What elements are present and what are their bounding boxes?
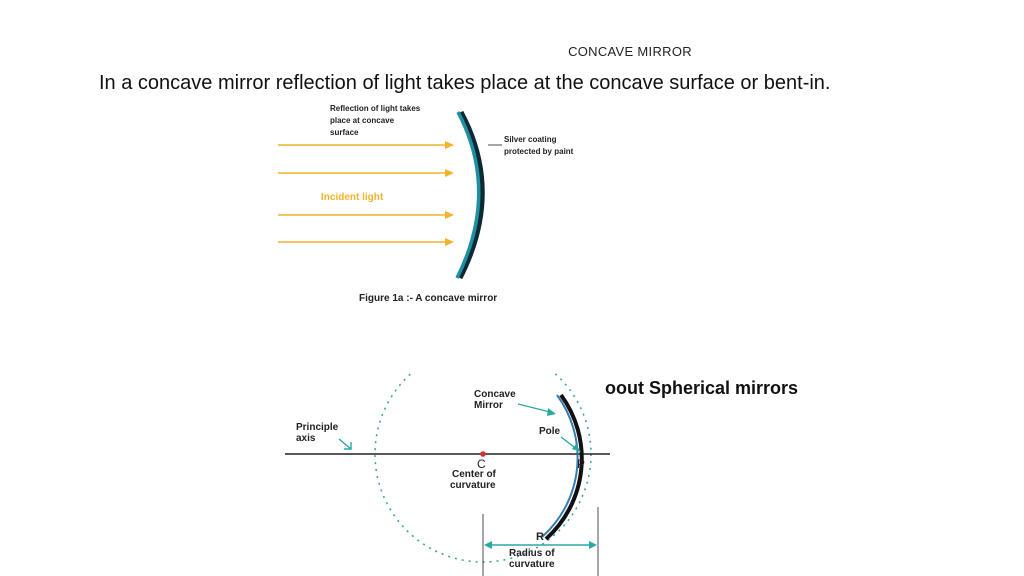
- axis-pointer: [338, 438, 352, 450]
- principle-axis-label-line1: Principle: [296, 422, 339, 433]
- concave-mirror-label-line2: Mirror: [474, 400, 503, 411]
- reflection-label-line3: surface: [330, 128, 359, 137]
- radius-of-curvature-label-line1: Radius of: [509, 548, 555, 559]
- center-c-label: C: [477, 457, 486, 471]
- pole-pointer-head: [572, 444, 581, 452]
- center-of-curvature-label-line1: Center of: [452, 469, 497, 480]
- pole-p-label: P: [577, 457, 585, 471]
- radius-of-curvature-label-line2: curvature: [509, 559, 555, 570]
- radius-arrowhead-left: [484, 541, 492, 549]
- spherical-mirrors-heading: oout Spherical mirrors: [605, 378, 799, 398]
- intro-text: In a concave mirror reflection of light …: [99, 72, 831, 94]
- concave-mirror-label-line1: Concave: [474, 389, 516, 400]
- mirror-pointer-head: [547, 408, 556, 416]
- slide-title: CONCAVE MIRROR: [568, 44, 692, 59]
- silver-coating-label-line1: Silver coating: [504, 135, 557, 144]
- principle-axis-label-line2: axis: [296, 433, 316, 444]
- incident-arrowhead-3: [445, 211, 454, 219]
- incident-arrows: [278, 141, 454, 246]
- spherical-mirror-figure: Concave Mirror Principle axis Pole C P C…: [285, 372, 610, 576]
- pole-label: Pole: [539, 426, 561, 437]
- incident-arrowhead-1: [445, 141, 454, 149]
- concave-mirror-back: [457, 110, 485, 280]
- concave-mirror-arc-inner: [541, 394, 579, 538]
- incident-light-label: Incident light: [321, 192, 384, 203]
- silver-coating-label-line2: protected by paint: [504, 147, 574, 156]
- center-of-curvature-dot: [480, 451, 486, 457]
- radius-arrowhead-right: [589, 541, 597, 549]
- center-of-curvature-label-line2: curvature: [450, 480, 496, 491]
- concave-mirror-figure: Reflection of light takes place at conca…: [278, 104, 574, 304]
- concave-mirror-surface: [455, 111, 481, 279]
- reflection-label-line1: Reflection of light takes: [330, 104, 421, 113]
- axis-pointer-head: [344, 442, 352, 450]
- figure-1a-caption: Figure 1a :- A concave mirror: [359, 293, 497, 304]
- incident-arrowhead-4: [445, 238, 454, 246]
- incident-arrowhead-2: [445, 169, 454, 177]
- reflection-label-line2: place at concave: [330, 116, 395, 125]
- radius-r-label: R: [536, 531, 544, 543]
- concave-mirror-arc: [544, 393, 584, 541]
